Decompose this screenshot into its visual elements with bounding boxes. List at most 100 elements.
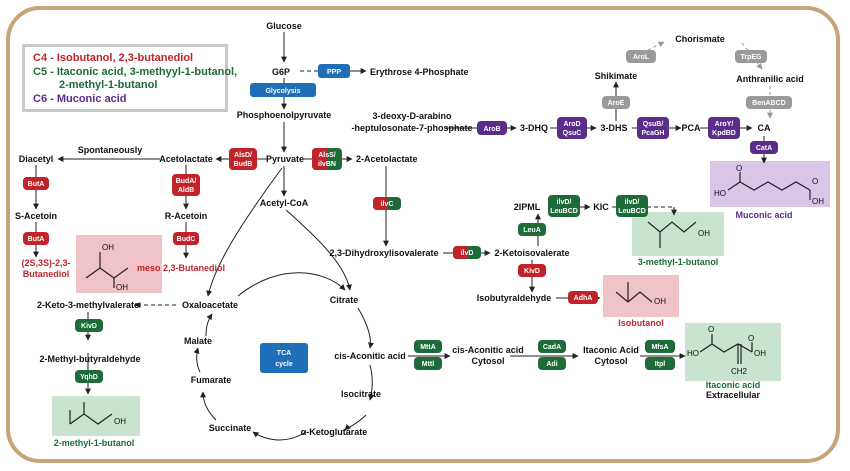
mttl-enzyme <box>414 357 442 370</box>
buta-enzyme-2 <box>23 232 49 245</box>
buta-enzyme-1 <box>23 177 49 190</box>
svg-text:BudB: BudB <box>234 161 253 168</box>
dahp-line2: -heptulosonate-7-phosphate <box>352 123 473 133</box>
svg-text:ilvD/: ilvD/ <box>557 199 572 206</box>
oxaloacetate: Oxaloacetate <box>182 300 238 310</box>
dahp-line1: 3-deoxy-D-arabino <box>372 111 452 121</box>
ppp-label: PPP <box>327 69 341 76</box>
legend-c5-cont: 2-methyl-1-butanol <box>59 79 158 91</box>
svg-text:O: O <box>736 164 742 173</box>
isobutanol-molecule-bg <box>603 275 679 317</box>
svg-text:LeuBCD: LeuBCD <box>550 208 578 215</box>
legend-c6: C6 - Muconic acid <box>33 93 127 105</box>
svg-text:AlsS/: AlsS/ <box>318 152 336 159</box>
3-dhs: 3-DHS <box>600 123 627 133</box>
acetolactate: Acetolactate <box>159 154 213 164</box>
cada-enzyme <box>538 340 566 353</box>
svg-text:ilvD: ilvD <box>461 250 474 257</box>
svg-text:O: O <box>748 334 754 343</box>
glycolysis-label: Glycolysis <box>265 88 300 95</box>
svg-text:AlsD/: AlsD/ <box>234 152 252 159</box>
svg-text:QsuC: QsuC <box>563 130 582 137</box>
muconic-structure: HO O OH O <box>714 164 824 206</box>
svg-text:OH: OH <box>812 197 824 206</box>
svg-text:MfsA: MfsA <box>651 344 668 351</box>
buda-aldb-enzyme <box>172 174 200 196</box>
butanediol-ss-line1: (2S,3S)-2,3- <box>21 258 70 268</box>
s-acetoin: S-Acetoin <box>15 211 57 221</box>
spontaneously-label: Spontaneously <box>78 145 143 155</box>
2-methyl-butyraldehyde-label: 2-Methyl-butyraldehyde <box>39 354 140 364</box>
svg-text:KpdBD: KpdBD <box>712 130 736 137</box>
svg-text:ilvC: ilvC <box>381 201 394 208</box>
muconic-acid: Muconic acid <box>735 210 792 220</box>
alpha-ketoglutarate: α-Ketoglutarate <box>301 427 368 437</box>
arol-enzyme <box>626 50 656 63</box>
chorismate: Chorismate <box>675 34 725 44</box>
svg-text:OH: OH <box>114 417 126 426</box>
svg-text:O: O <box>708 325 714 334</box>
svg-text:O: O <box>812 177 818 186</box>
aroy-kpdbd-enzyme <box>708 117 740 139</box>
svg-text:AdhA: AdhA <box>574 295 593 302</box>
legend-c5: C5 - Itaconic acid, 3-methyyl-1-butanol, <box>33 66 238 78</box>
tca-cycle-box <box>260 343 308 373</box>
succinate: Succinate <box>209 423 252 433</box>
isobutanol-structure: OH <box>615 282 666 306</box>
svg-text:PcaGH: PcaGH <box>642 130 665 137</box>
kic: KIC <box>593 202 609 212</box>
citrate: Citrate <box>330 295 359 305</box>
leua-enzyme <box>518 223 546 236</box>
svg-text:MttA: MttA <box>420 344 436 351</box>
ca: CA <box>758 123 771 133</box>
acetyl-coa: Acetyl-CoA <box>260 198 309 208</box>
outer-frame <box>6 6 840 463</box>
trpeg-enzyme <box>735 50 767 63</box>
svg-text:OH: OH <box>654 297 666 306</box>
glucose: Glucose <box>266 21 302 31</box>
ppp-box <box>318 64 350 78</box>
svg-text:CH2: CH2 <box>731 367 748 376</box>
yqhd-enzyme <box>75 370 103 383</box>
svg-text:ButA: ButA <box>28 181 45 188</box>
itaconic-cytosol-line1: Itaconic Acid <box>583 345 639 355</box>
benabcd-enzyme <box>746 96 792 109</box>
methylbutanol3-structure: OH <box>647 221 710 248</box>
svg-text:ilvD/: ilvD/ <box>625 199 640 206</box>
svg-text:AldB: AldB <box>178 187 194 194</box>
isobutyraldehyde: Isobutyraldehyde <box>477 293 552 303</box>
phosphoenolpyruvate: Phosphoenolpyruvate <box>237 110 332 120</box>
2-keto-3-methylvalerate: 2-Keto-3-methylvalerate <box>37 300 139 310</box>
butanediol-ss-line2: Butanediol <box>23 269 70 279</box>
cis-aconitic-cytosol-line2: Cytosol <box>471 356 504 366</box>
svg-text:HO: HO <box>687 349 699 358</box>
erythrose-4-phosphate: Erythrose 4-Phosphate <box>370 67 469 77</box>
svg-text:Adi: Adi <box>546 361 557 368</box>
meso-butanediol: meso 2,3-Butanediol <box>137 263 225 273</box>
blue-boxes: PPP Glycolysis TCA cycle <box>250 64 350 373</box>
fumarate: Fumarate <box>191 375 232 385</box>
adi-enzyme <box>538 357 566 370</box>
arod-qsuc-enzyme <box>557 117 587 139</box>
svg-text:BudC: BudC <box>177 236 196 243</box>
butanediol-molecule-bg <box>76 235 162 293</box>
isobutanol: Isobutanol <box>618 318 664 328</box>
svg-text:AroD: AroD <box>563 121 580 128</box>
svg-text:AroL: AroL <box>633 54 650 61</box>
budc-enzyme <box>173 232 199 245</box>
svg-text:OH: OH <box>102 243 114 252</box>
metabolites: Glucose G6P Erythrose 4-Phosphate Phosph… <box>15 21 804 448</box>
3-dhq: 3-DHQ <box>520 123 548 133</box>
mtta-enzyme <box>414 340 442 353</box>
ilvd-leubcd-enzyme-1 <box>548 195 580 217</box>
svg-text:AroB: AroB <box>483 126 500 133</box>
svg-text:Mttl: Mttl <box>422 361 434 368</box>
svg-text:OH: OH <box>754 349 766 358</box>
pca: PCA <box>681 123 701 133</box>
2-ketoisovalerate: 2-Ketoisovalerate <box>494 248 569 258</box>
isocitrate: Isocitrate <box>341 389 381 399</box>
malate: Malate <box>184 336 212 346</box>
itaconic-cytosol-line2: Cytosol <box>594 356 627 366</box>
